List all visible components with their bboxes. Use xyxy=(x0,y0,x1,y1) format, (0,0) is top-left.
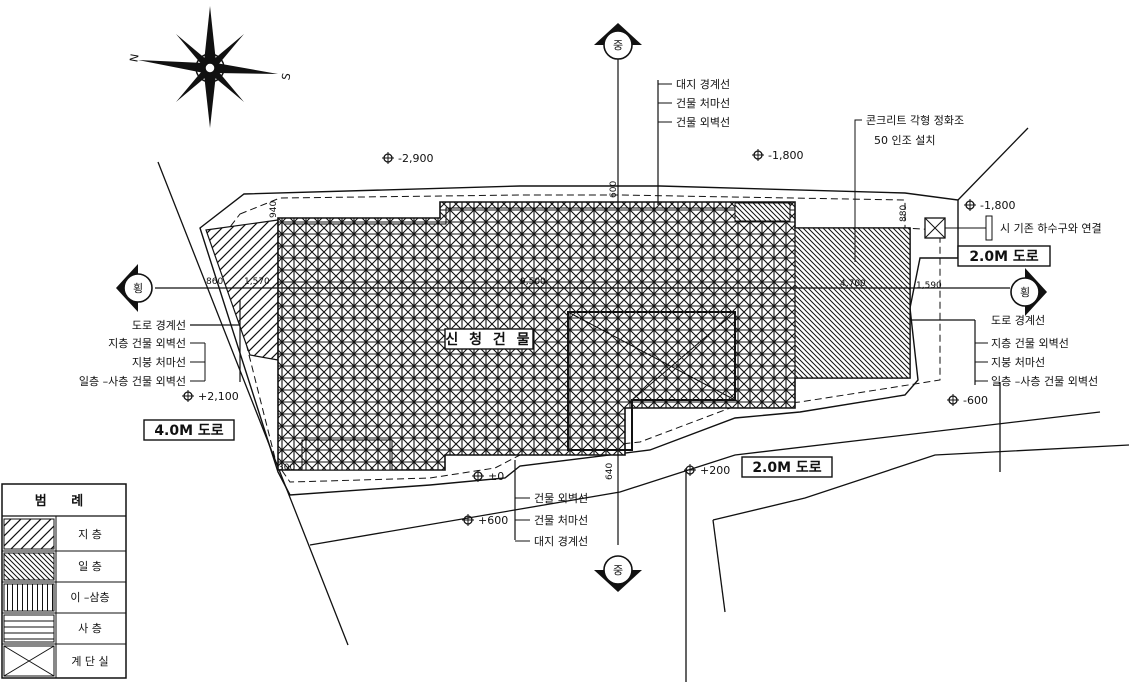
building-footprint: 신 청 건 물 xyxy=(205,201,911,471)
svg-text:중: 중 xyxy=(613,39,623,52)
svg-text:지 층: 지 층 xyxy=(78,528,102,541)
label-right-1: 도로 경계선 xyxy=(991,314,1045,327)
section-axes xyxy=(155,55,1010,545)
svg-text:1,570: 1,570 xyxy=(244,277,270,287)
svg-text:+2,100: +2,100 xyxy=(198,390,239,403)
svg-text:-2,900: -2,900 xyxy=(398,152,433,165)
sewer-connection: 시 기존 하수구와 연결 xyxy=(924,215,1102,241)
road-label-right-top: 2.0M 도로 xyxy=(957,245,1051,267)
legend-item-basement: 지 층 xyxy=(3,518,102,550)
basement-wing xyxy=(205,219,279,361)
svg-text:300: 300 xyxy=(278,463,295,473)
road-label-bottom: 2.0M 도로 xyxy=(741,456,833,478)
section-marker-left: 횡 xyxy=(116,264,153,312)
label-left-4: 일층 –사층 건물 외벽선 xyxy=(79,374,186,388)
leader-labels-top: 대지 경계선 건물 처마선 건물 외벽선 xyxy=(658,78,730,129)
right-wing xyxy=(794,227,911,379)
label-top-3: 건물 외벽선 xyxy=(676,116,730,129)
legend: 범 례 지 층 일 층 이 –삼층 사 층 계 단 실 xyxy=(1,483,127,679)
svg-text:1,590: 1,590 xyxy=(916,281,942,291)
svg-text:콘크리트 각형 정화조: 콘크리트 각형 정화조 xyxy=(866,114,964,127)
label-left-1: 도로 경계선 xyxy=(132,319,186,332)
svg-text:-1,800: -1,800 xyxy=(768,149,803,162)
svg-text:2.0M 도로: 2.0M 도로 xyxy=(752,460,821,476)
svg-text:50 인조 설치: 50 인조 설치 xyxy=(874,134,935,147)
label-top-2: 건물 처마선 xyxy=(676,97,730,110)
label-bottom-2: 건물 처마선 xyxy=(534,514,588,527)
dimension-labels: 600 940 880 860 1,570 9,500 4,700 1,590 … xyxy=(206,181,942,480)
svg-text:2.0M 도로: 2.0M 도로 xyxy=(969,249,1038,265)
pipe-icon xyxy=(985,215,993,241)
svg-text:이 –삼층: 이 –삼층 xyxy=(70,591,109,604)
leader-labels-bottom: 건물 외벽선 건물 처마선 대지 경계선 xyxy=(515,492,588,548)
compass-north-label: N xyxy=(127,53,141,63)
svg-text:860: 860 xyxy=(206,277,223,287)
label-top-1: 대지 경계선 xyxy=(676,78,730,91)
svg-text:-1,800: -1,800 xyxy=(980,199,1015,212)
leader-labels-left: 도로 경계선 지층 건물 외벽선 지붕 처마선 일층 –사층 건물 외벽선 xyxy=(79,319,206,388)
section-marker-right: 횡 xyxy=(1010,268,1047,316)
legend-item-2-3-floor: 이 –삼층 xyxy=(3,583,110,612)
svg-text:중: 중 xyxy=(613,564,623,577)
legend-item-4-floor: 사 층 xyxy=(3,614,102,643)
compass-south-label: S xyxy=(279,72,293,81)
svg-text:횡: 횡 xyxy=(1020,286,1030,299)
svg-text:+600: +600 xyxy=(478,514,508,527)
label-right-2: 지층 건물 외벽선 xyxy=(991,337,1069,350)
elevation-markers: -2,900 -1,800 -1,800 +2,100 -600 ±0 +600… xyxy=(182,149,1015,527)
label-right-4: 일층 –사층 건물 외벽선 xyxy=(991,374,1098,388)
septic-note: 콘크리트 각형 정화조 50 인조 설치 xyxy=(854,114,964,262)
label-bottom-1: 건물 외벽선 xyxy=(534,492,588,505)
svg-text:-600: -600 xyxy=(963,394,988,407)
road-label-left: 4.0M 도로 xyxy=(143,419,235,441)
building-name: 신 청 건 물 xyxy=(445,331,532,348)
legend-item-first-floor: 일 층 xyxy=(3,552,102,581)
svg-text:±0: ±0 xyxy=(488,470,504,483)
road-lines xyxy=(157,127,1129,682)
label-left-3: 지붕 처마선 xyxy=(132,356,186,369)
svg-text:9,500: 9,500 xyxy=(520,277,546,287)
section-marker-bottom: 중 xyxy=(594,555,642,592)
label-right-3: 지붕 처마선 xyxy=(991,356,1045,369)
svg-text:계 단 실: 계 단 실 xyxy=(71,655,108,668)
svg-text:일 층: 일 층 xyxy=(78,559,102,573)
svg-text:600: 600 xyxy=(609,181,619,198)
svg-text:+200: +200 xyxy=(700,464,730,477)
svg-text:횡: 횡 xyxy=(133,282,143,295)
legend-item-staircase: 계 단 실 xyxy=(3,645,109,677)
svg-text:사 층: 사 층 xyxy=(78,622,102,635)
leader-labels-right: 도로 경계선 지층 건물 외벽선 지붕 처마선 일층 –사층 건물 외벽선 xyxy=(975,314,1098,388)
site-boundary xyxy=(199,185,959,496)
svg-text:880: 880 xyxy=(899,205,909,222)
svg-text:940: 940 xyxy=(269,201,279,218)
label-left-2: 지층 건물 외벽선 xyxy=(108,337,186,350)
label-bottom-3: 대지 경계선 xyxy=(534,535,588,548)
compass-rose-icon xyxy=(138,6,278,128)
svg-text:640: 640 xyxy=(605,463,615,480)
svg-text:4,700: 4,700 xyxy=(840,279,866,289)
section-marker-top: 중 xyxy=(594,23,642,60)
legend-title: 범 례 xyxy=(35,493,93,509)
top-band xyxy=(734,202,791,222)
svg-text:4.0M 도로: 4.0M 도로 xyxy=(154,423,223,439)
svg-text:시 기존 하수구와 연결: 시 기존 하수구와 연결 xyxy=(1000,221,1102,235)
